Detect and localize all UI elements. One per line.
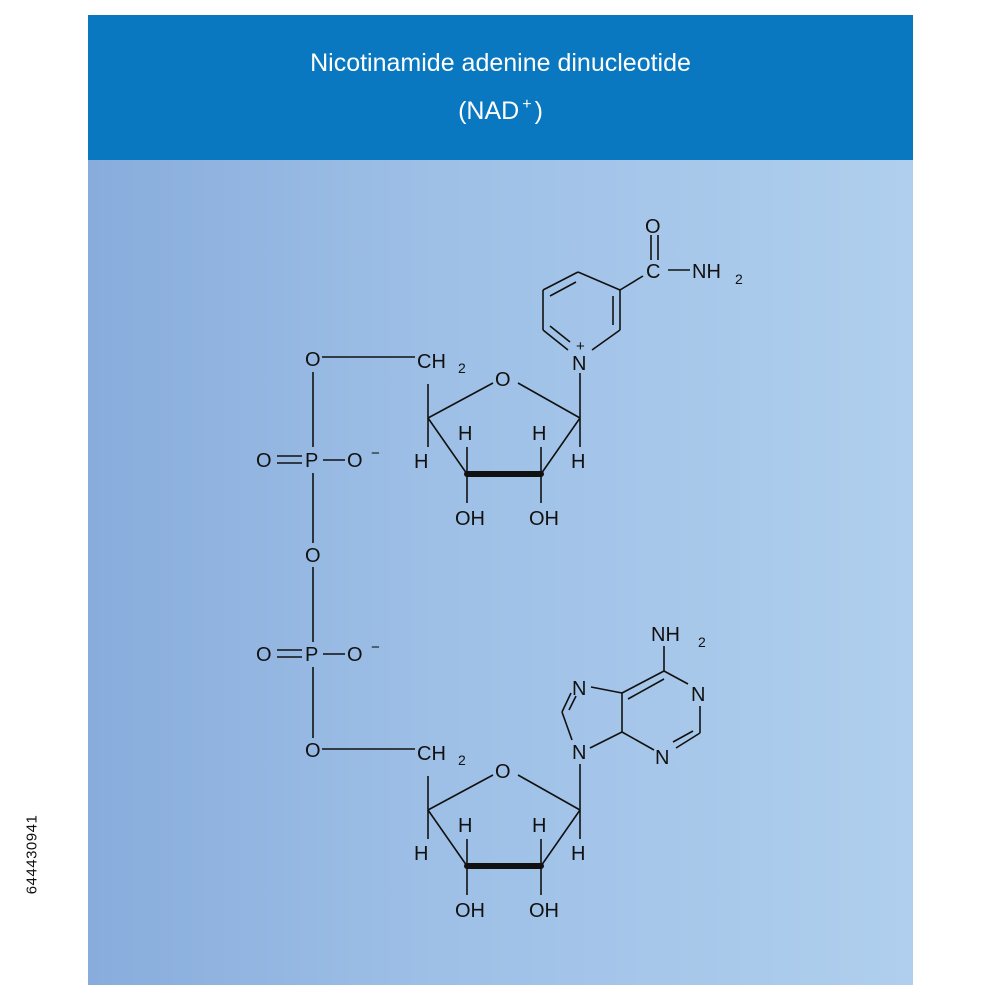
bond-ad-c8-n7-d xyxy=(568,695,577,711)
bond-ad-c4-n9 xyxy=(589,731,623,749)
lower-h-mid-right-label: H xyxy=(532,815,546,837)
lower-phosphorus-label: P xyxy=(305,644,318,666)
amide-oxygen-label: O xyxy=(645,216,661,238)
bond-lr-c1-c2 xyxy=(540,809,581,867)
subtitle-close: ) xyxy=(534,97,543,125)
diagram-title: Nicotinamide adenine dinucleotide xyxy=(310,49,691,77)
bond-ur-c1-c2 xyxy=(540,417,581,475)
bond-lr-o-c4 xyxy=(427,774,494,811)
title-banner: Nicotinamide adenine dinucleotide (NAD+) xyxy=(88,15,913,160)
bond-nic-d3 xyxy=(549,281,577,297)
bond-ad-n9-c8 xyxy=(561,711,573,741)
bond-ad-n7-c5 xyxy=(590,686,623,694)
bond-ur-o-c4 xyxy=(427,382,494,419)
upper-anion-oxygen-label: O xyxy=(347,450,363,472)
subtitle-text: (NAD xyxy=(458,97,520,125)
upper-bridge-oxygen-label: O xyxy=(305,349,321,371)
lower-h-left-label: H xyxy=(414,843,428,865)
lower-h-mid-left-label: H xyxy=(458,815,472,837)
upper-oh-right-label: OH xyxy=(529,508,559,530)
lower-anion-oxygen-label: O xyxy=(347,644,363,666)
bond-ur-c4-c3 xyxy=(427,417,468,475)
lower-bridge-oxygen-label: O xyxy=(305,740,321,762)
bond-nic-3 xyxy=(542,329,569,351)
lower-anion-charge-label: − xyxy=(371,639,380,656)
adenine-n9-label: N xyxy=(572,742,586,764)
upper-anion-charge-label: − xyxy=(371,445,380,462)
bond-ur-o-c1 xyxy=(517,382,581,419)
upper-oh-left-label: OH xyxy=(455,508,485,530)
adenine-n1-label: N xyxy=(691,684,705,706)
adenine-n7-label: N xyxy=(572,678,586,700)
bond-amide-c-ring xyxy=(619,275,644,291)
bond-nic-2 xyxy=(591,329,621,351)
lower-double-oxygen-label: O xyxy=(256,644,272,666)
lower-oh-left-label: OH xyxy=(455,900,485,922)
diagram-subtitle: (NAD+) xyxy=(88,96,913,126)
structure-bonds xyxy=(277,235,701,895)
upper-ch2-label: CH xyxy=(417,351,446,373)
upper-double-oxygen-label: O xyxy=(256,450,272,472)
bond-ad-n3-c4 xyxy=(621,731,655,751)
bond-ad-c5-c6 xyxy=(621,670,665,694)
amide-carbon-label: C xyxy=(646,261,660,283)
amide-amine-label: NH xyxy=(692,261,721,283)
lower-ch2-label: CH xyxy=(417,743,446,765)
upper-ch2-subscript: 2 xyxy=(458,360,466,376)
upper-ring-oxygen-label: O xyxy=(495,369,511,391)
stock-id-text: 644430941 xyxy=(23,814,41,895)
pyrophosphate-oxygen-label: O xyxy=(305,545,321,567)
adenine-amine-subscript: 2 xyxy=(698,634,706,650)
stock-id-strip: 644430941 xyxy=(12,758,41,958)
amide-amine-subscript: 2 xyxy=(735,271,743,287)
subtitle-charge: + xyxy=(522,96,532,113)
nicotinamide-charge-label: + xyxy=(576,338,585,355)
nicotinamide-nitrogen-label: N xyxy=(572,353,586,375)
bond-ad-c8-n7 xyxy=(561,692,572,713)
lower-h-right-label: H xyxy=(571,843,585,865)
bond-ad-c2-n3-d xyxy=(672,730,694,743)
bond-ad-c6-n1 xyxy=(663,670,689,685)
bond-nic-5 xyxy=(542,271,579,291)
upper-h-right-label: H xyxy=(571,451,585,473)
adenine-amine-label: NH xyxy=(651,624,680,646)
bond-nic-6 xyxy=(577,271,621,291)
structure-panel xyxy=(88,160,913,985)
bond-ad-c5-c6-d xyxy=(627,678,665,700)
bond-lr-o-c1 xyxy=(517,774,581,811)
upper-phosphorus-label: P xyxy=(305,450,318,472)
bond-nic-d2 xyxy=(549,325,571,343)
lower-ch2-subscript: 2 xyxy=(458,752,466,768)
diagram-card: Nicotinamide adenine dinucleotide (NAD+) xyxy=(88,15,913,985)
nad-structure-svg: O C NH 2 N + CH 2 O H H H H OH OH O O P … xyxy=(256,216,743,922)
bond-lr-c4-c3 xyxy=(427,809,468,867)
lower-ring-oxygen-label: O xyxy=(495,761,511,783)
lower-oh-right-label: OH xyxy=(529,900,559,922)
upper-h-mid-left-label: H xyxy=(458,423,472,445)
structure-labels: O C NH 2 N + CH 2 O H H H H OH OH O O P … xyxy=(256,216,743,922)
upper-h-mid-right-label: H xyxy=(532,423,546,445)
bond-ad-c2-n3 xyxy=(675,732,701,749)
upper-h-left-label: H xyxy=(414,451,428,473)
adenine-n3-label: N xyxy=(655,747,669,769)
